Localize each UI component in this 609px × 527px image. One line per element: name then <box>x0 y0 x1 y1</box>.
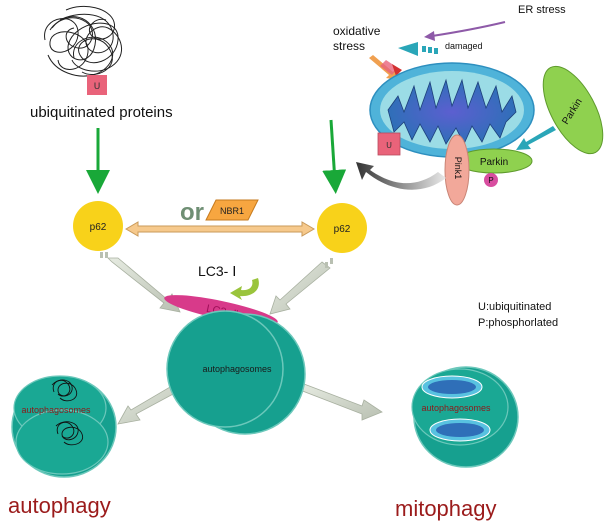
mito-cristae <box>387 78 517 145</box>
central-vesicle-front <box>166 310 284 428</box>
ubiquitinated-proteins-label: ubiquitinated proteins <box>30 104 173 121</box>
p62-right-circle <box>317 203 367 253</box>
parkin-bound-label: Parkin <box>480 157 508 168</box>
protein-tangle <box>44 6 122 77</box>
curved-recruit-arrow <box>356 162 446 190</box>
damaged-label: damaged <box>445 41 483 51</box>
arrow-to-mitophagy <box>299 383 383 421</box>
lc3-i-label: LC3- Ⅰ <box>198 263 236 279</box>
arrow-p62-right-to-lc3 <box>269 261 331 315</box>
parkin-recruit-arrow <box>516 126 556 150</box>
left-vesicle-tangle-bottom <box>55 421 84 446</box>
oxidative-label-1: oxidative <box>333 24 381 38</box>
right-mito-top-inner <box>428 380 476 394</box>
er-stress-arrowhead <box>424 31 435 41</box>
right-mito-bottom-inner <box>436 423 484 437</box>
damaged-arrow <box>398 42 438 56</box>
central-autophagosomes-label: autophagosomes <box>202 364 272 374</box>
p62-right-label: p62 <box>334 224 351 235</box>
pink1-shape <box>444 134 470 206</box>
legend-u: U:ubiquitinated <box>478 301 551 313</box>
right-autophagosomes-label: autophagosomes <box>421 403 491 413</box>
damage-spark <box>380 60 398 75</box>
or-label: or <box>180 199 204 226</box>
damage-spark-2 <box>392 64 402 76</box>
mito-ubiquitin-tag <box>377 132 401 156</box>
er-stress-arrow <box>431 21 506 37</box>
arrow-p62-left-to-lc3 <box>107 257 181 313</box>
left-vesicle-tangle-top <box>51 379 78 402</box>
pink1-label: Pink1 <box>453 157 463 180</box>
er-stress-label: ER stress <box>518 4 566 16</box>
nbr1-label: NBR1 <box>220 206 244 216</box>
mito-ubiquitin-tag-label: U <box>386 141 392 150</box>
left-vesicle-bottom <box>15 409 109 475</box>
legend-p: P:phosphorlated <box>478 317 558 329</box>
arrow-mito-to-p62 <box>322 119 347 194</box>
p62-left-label: p62 <box>90 222 107 233</box>
nbr1-box <box>205 199 259 221</box>
phospho-tag <box>484 173 498 187</box>
lc3-conversion-arrow <box>230 278 259 300</box>
p62-left-circle <box>73 201 123 251</box>
left-autophagosomes-label: autophagosomes <box>21 405 91 415</box>
mitophagy-title: mitophagy <box>395 496 497 521</box>
oxidative-label-2: stress <box>333 39 365 53</box>
ubiquitin-tag <box>87 75 107 95</box>
ubiquitin-tag-label: U <box>94 82 101 92</box>
phospho-tag-label: P <box>488 176 493 185</box>
parkin-free-shape <box>542 65 604 155</box>
double-arrow-p62-nbr1 <box>125 221 315 237</box>
autophagy-title: autophagy <box>8 493 111 518</box>
